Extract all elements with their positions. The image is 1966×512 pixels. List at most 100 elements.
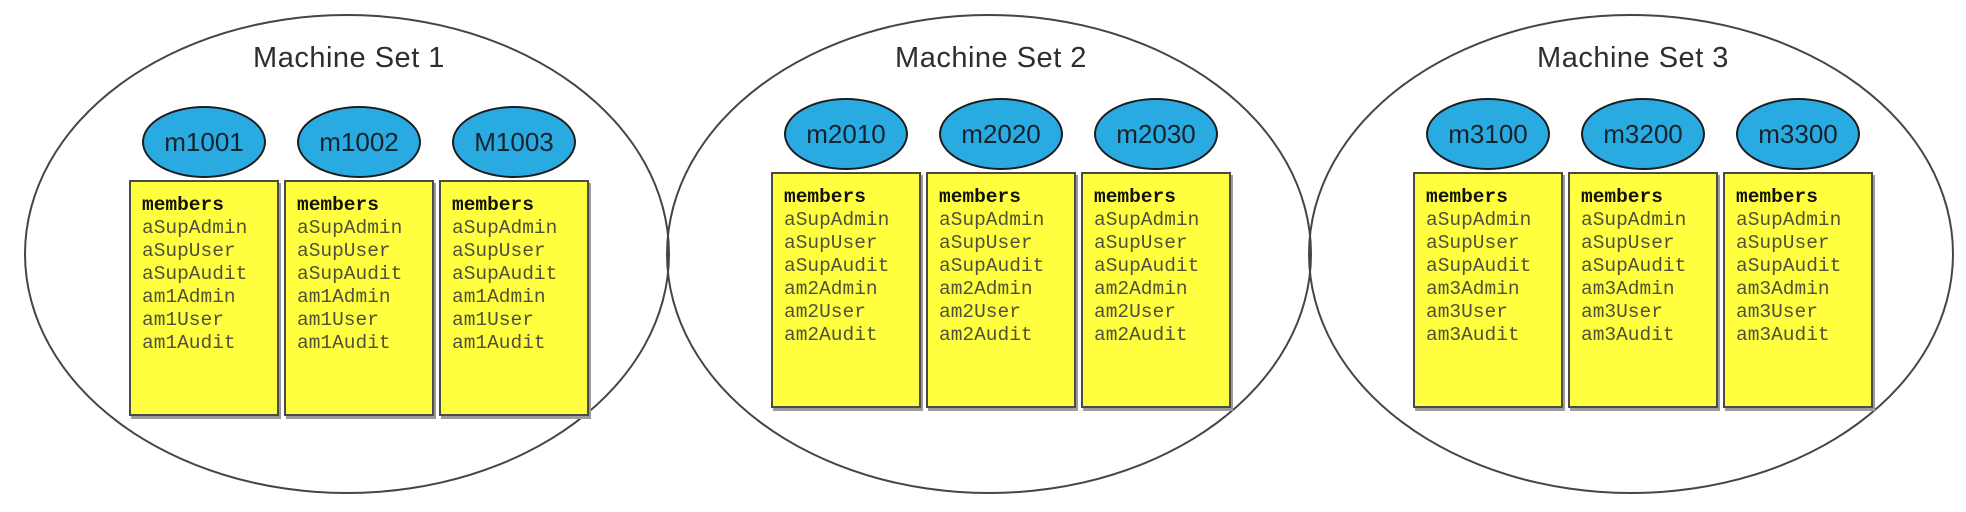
member-item: aSupUser	[452, 240, 546, 262]
members-box: members aSupAdmin aSupUser aSupAudit am2…	[926, 172, 1076, 408]
member-item: am2Audit	[939, 324, 1033, 346]
member-item: aSupAdmin	[297, 217, 403, 239]
members-box: members aSupAdmin aSupUser aSupAudit am1…	[439, 180, 589, 416]
machine-group: m2030 members aSupAdmin aSupUser aSupAud…	[1081, 98, 1231, 428]
member-item: aSupAudit	[1581, 255, 1687, 277]
member-item: am1Admin	[297, 286, 391, 308]
member-item: aSupAdmin	[784, 209, 890, 231]
machine-set-3: Machine Set 3 m3100 members aSupAdmin aS…	[1308, 14, 1958, 498]
member-item: aSupAdmin	[452, 217, 558, 239]
member-item: aSupAdmin	[1094, 209, 1200, 231]
member-item: aSupAudit	[1094, 255, 1200, 277]
member-item: aSupUser	[142, 240, 236, 262]
machines-row: m3100 members aSupAdmin aSupUser aSupAud…	[1308, 98, 1958, 428]
member-item: am1Admin	[452, 286, 546, 308]
set-title: Machine Set 2	[895, 42, 1087, 74]
machine-node: m3100	[1426, 98, 1550, 170]
member-item: am3Admin	[1736, 278, 1830, 300]
members-box: members aSupAdmin aSupUser aSupAudit am1…	[129, 180, 279, 416]
members-box: members aSupAdmin aSupUser aSupAudit am2…	[1081, 172, 1231, 408]
member-item: am1User	[297, 309, 379, 331]
members-box: members aSupAdmin aSupUser aSupAudit am1…	[284, 180, 434, 416]
member-item: aSupUser	[939, 232, 1033, 254]
member-item: aSupAdmin	[1581, 209, 1687, 231]
members-header: members	[939, 186, 1021, 208]
machine-node: m2030	[1094, 98, 1218, 170]
member-item: am1User	[452, 309, 534, 331]
machine-group: m3100 members aSupAdmin aSupUser aSupAud…	[1413, 98, 1563, 428]
members-header: members	[142, 194, 224, 216]
machine-node: m1002	[297, 106, 421, 178]
member-item: am2User	[1094, 301, 1176, 323]
machine-set-1: Machine Set 1 m1001 members aSupAdmin aS…	[24, 14, 674, 498]
member-item: am3User	[1736, 301, 1818, 323]
machine-group: m1002 members aSupAdmin aSupUser aSupAud…	[284, 106, 434, 436]
members-header: members	[297, 194, 379, 216]
member-item: am3User	[1426, 301, 1508, 323]
machine-set-2: Machine Set 2 m2010 members aSupAdmin aS…	[666, 14, 1316, 498]
member-item: am2Audit	[784, 324, 878, 346]
members-box: members aSupAdmin aSupUser aSupAudit am3…	[1568, 172, 1718, 408]
member-item: am3Audit	[1426, 324, 1520, 346]
member-item: aSupAdmin	[1426, 209, 1532, 231]
member-item: aSupUser	[1581, 232, 1675, 254]
members-box: members aSupAdmin aSupUser aSupAudit am3…	[1413, 172, 1563, 408]
set-title: Machine Set 1	[253, 42, 445, 74]
member-item: am2Admin	[784, 278, 878, 300]
machine-group: M1003 members aSupAdmin aSupUser aSupAud…	[439, 106, 589, 436]
machine-node: m3200	[1581, 98, 1705, 170]
member-item: aSupUser	[784, 232, 878, 254]
machine-node: m2020	[939, 98, 1063, 170]
member-item: aSupUser	[1736, 232, 1830, 254]
machine-node: m1001	[142, 106, 266, 178]
member-item: am1Audit	[142, 332, 236, 354]
members-header: members	[1094, 186, 1176, 208]
member-item: am2Audit	[1094, 324, 1188, 346]
member-item: aSupAudit	[939, 255, 1045, 277]
member-item: aSupAdmin	[1736, 209, 1842, 231]
member-item: aSupAdmin	[939, 209, 1045, 231]
member-item: am1User	[142, 309, 224, 331]
machine-group: m3200 members aSupAdmin aSupUser aSupAud…	[1568, 98, 1718, 428]
members-header: members	[452, 194, 534, 216]
member-item: am1Admin	[142, 286, 236, 308]
member-item: am3Admin	[1581, 278, 1675, 300]
member-item: am1Audit	[297, 332, 391, 354]
member-item: aSupAdmin	[142, 217, 248, 239]
members-header: members	[1581, 186, 1663, 208]
member-item: aSupAudit	[784, 255, 890, 277]
machine-node: m3300	[1736, 98, 1860, 170]
member-item: aSupUser	[297, 240, 391, 262]
machines-row: m1001 members aSupAdmin aSupUser aSupAud…	[24, 106, 674, 436]
members-header: members	[784, 186, 866, 208]
members-box: members aSupAdmin aSupUser aSupAudit am3…	[1723, 172, 1873, 408]
set-boundary-ellipse	[1308, 14, 1954, 494]
member-item: am3Audit	[1581, 324, 1675, 346]
member-item: am2User	[939, 301, 1021, 323]
member-item: am2User	[784, 301, 866, 323]
member-item: am2Admin	[939, 278, 1033, 300]
member-item: aSupUser	[1094, 232, 1188, 254]
member-item: aSupAudit	[297, 263, 403, 285]
machine-group: m3300 members aSupAdmin aSupUser aSupAud…	[1723, 98, 1873, 428]
set-title: Machine Set 3	[1537, 42, 1729, 74]
machine-group: m2010 members aSupAdmin aSupUser aSupAud…	[771, 98, 921, 428]
member-item: aSupAudit	[452, 263, 558, 285]
member-item: am3User	[1581, 301, 1663, 323]
machine-group: m2020 members aSupAdmin aSupUser aSupAud…	[926, 98, 1076, 428]
member-item: aSupAudit	[1736, 255, 1842, 277]
member-item: aSupUser	[1426, 232, 1520, 254]
members-header: members	[1426, 186, 1508, 208]
member-item: am2Admin	[1094, 278, 1188, 300]
machine-node: m2010	[784, 98, 908, 170]
member-item: aSupAudit	[1426, 255, 1532, 277]
machine-group: m1001 members aSupAdmin aSupUser aSupAud…	[129, 106, 279, 436]
machine-node: M1003	[452, 106, 576, 178]
machines-row: m2010 members aSupAdmin aSupUser aSupAud…	[666, 98, 1316, 428]
members-header: members	[1736, 186, 1818, 208]
member-item: am3Audit	[1736, 324, 1830, 346]
member-item: am3Admin	[1426, 278, 1520, 300]
member-item: aSupAudit	[142, 263, 248, 285]
members-box: members aSupAdmin aSupUser aSupAudit am2…	[771, 172, 921, 408]
